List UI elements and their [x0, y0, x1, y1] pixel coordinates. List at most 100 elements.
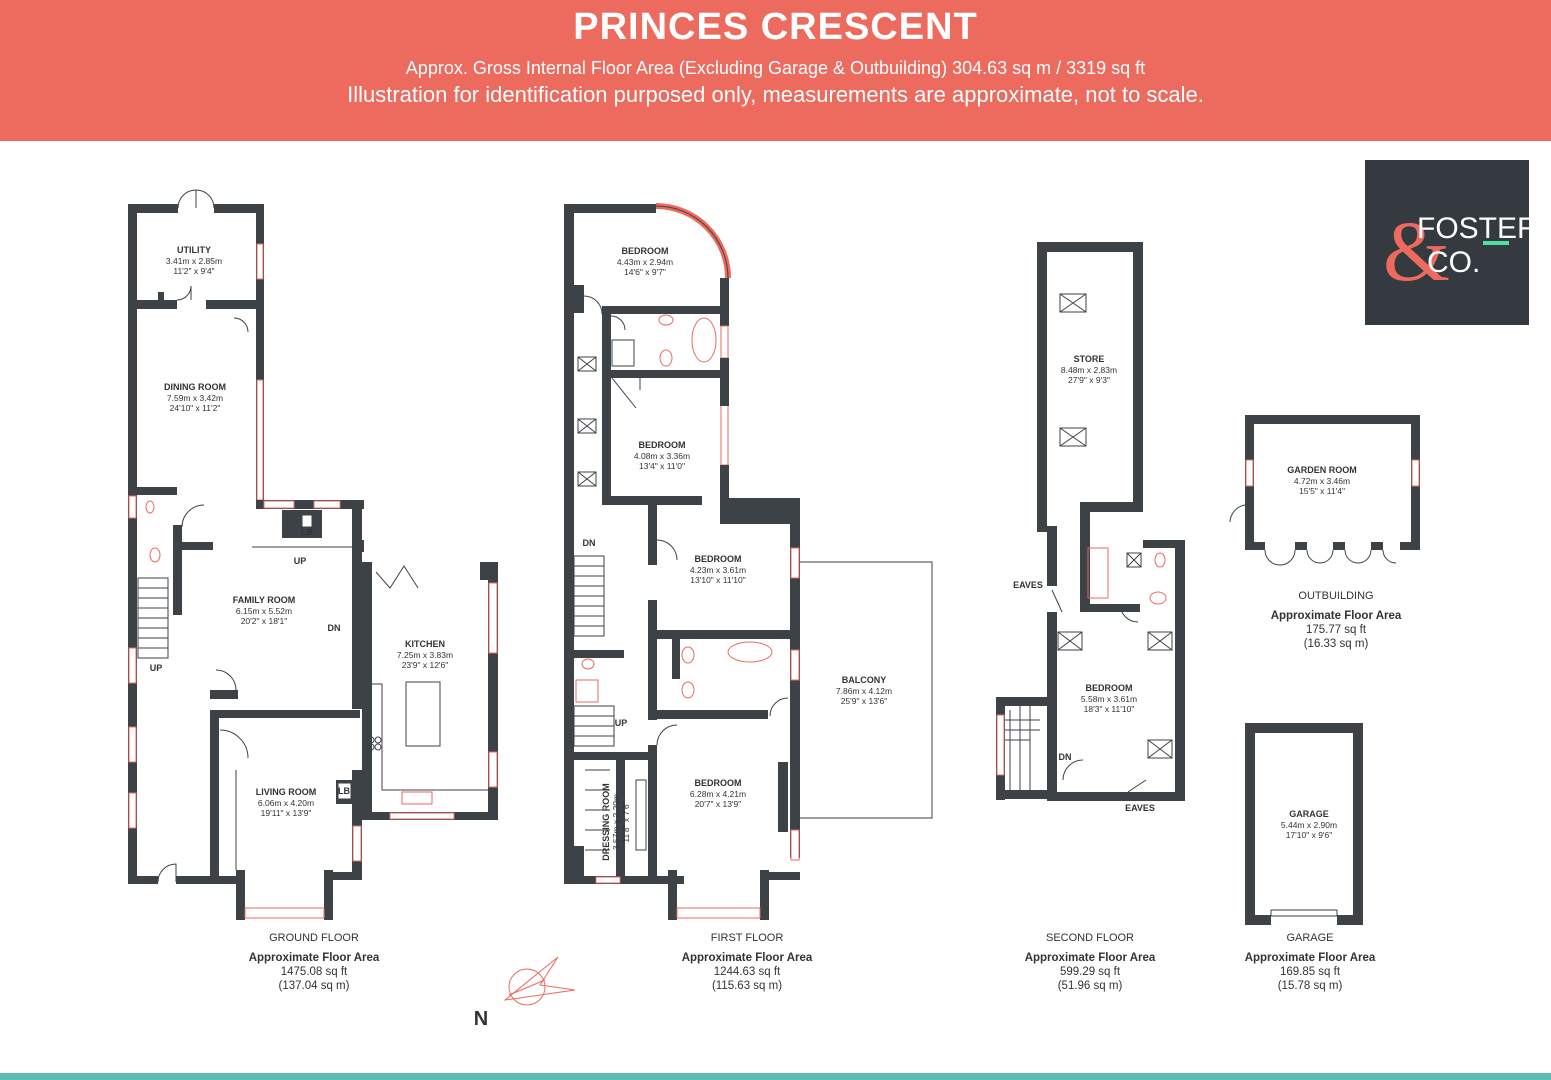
foster-co-logo: & FOSTER CO.: [1365, 160, 1539, 325]
ground-floor-label: GROUND FLOOR: [269, 932, 359, 944]
dressing-room-metric: 3.57m x 2.29m: [611, 794, 621, 850]
first-floor-sqm: (115.63 sq m): [712, 980, 782, 992]
logo-line1: FOSTER: [1417, 212, 1529, 245]
dining-room-metric: 7.59m x 3.42m: [167, 393, 223, 403]
ground-floor-plan: [128, 189, 498, 920]
kitchen-name: KITCHEN: [405, 639, 445, 649]
store-metric: 8.48m x 2.83m: [1061, 365, 1117, 375]
north-compass-icon: N: [474, 956, 576, 1030]
bedroom5-name: BEDROOM: [1086, 683, 1133, 693]
bedroom4-name: BEDROOM: [695, 778, 742, 788]
ground-floor-sqft: 1475.08 sq ft: [281, 966, 348, 978]
bedroom4-metric: 6.28m x 4.21m: [690, 789, 746, 799]
second-floor-plan: [996, 242, 1185, 801]
first-floor-sqft: 1244.63 sq ft: [714, 966, 781, 978]
ground-floor-caption: GROUND FLOOR Approximate Floor Area 1475…: [249, 932, 380, 992]
family-lb-marker: LB: [301, 527, 313, 537]
kitchen-metric: 7.25m x 3.83m: [397, 650, 453, 660]
ground-stairs: [137, 577, 169, 659]
garden-room-name: GARDEN ROOM: [1287, 465, 1357, 475]
garage-name: GARAGE: [1289, 809, 1329, 819]
first-floor-label: FIRST FLOOR: [711, 932, 784, 944]
garage-sqm: (15.78 sq m): [1278, 980, 1343, 992]
outbuilding-heading: Approximate Floor Area: [1271, 610, 1402, 622]
page-title: PRINCES CRESCENT: [573, 6, 978, 48]
first-dn-marker: DN: [583, 538, 596, 548]
garden-room-plan: [1229, 415, 1420, 566]
living-room-name: LIVING ROOM: [256, 787, 317, 797]
logo-accent-line: [1483, 241, 1509, 245]
bedroom1-metric: 4.43m x 2.94m: [617, 257, 673, 267]
ground-floor-sqm: (137.04 sq m): [279, 980, 350, 992]
second-dn-marker: DN: [1059, 752, 1072, 762]
second-floor-sqft: 599.29 sq ft: [1060, 966, 1121, 978]
dining-room-name: DINING ROOM: [164, 382, 226, 392]
ground-floor-heading: Approximate Floor Area: [249, 952, 380, 964]
outbuilding-sqft: 175.77 sq ft: [1306, 624, 1367, 636]
eaves-marker-bottom: EAVES: [1125, 803, 1155, 813]
store-imperial: 27'9" x 9'3": [1068, 375, 1110, 385]
first-floor-stairs: [573, 555, 615, 747]
garage-imperial: 17'10" x 9'6": [1286, 830, 1333, 840]
living-room-metric: 6.06m x 4.20m: [258, 798, 314, 808]
logo-line2: CO.: [1427, 246, 1480, 279]
utility-imperial: 11'2" x 9'4": [173, 266, 214, 276]
disclaimer: Illustration for identification purposed…: [347, 82, 1204, 107]
bedroom2-name: BEDROOM: [639, 440, 686, 450]
footer-bar: [0, 1073, 1551, 1080]
second-floor-heading: Approximate Floor Area: [1025, 952, 1156, 964]
first-floor-heading: Approximate Floor Area: [682, 952, 813, 964]
balcony-imperial: 25'9" x 13'6": [841, 696, 888, 706]
bedroom3-name: BEDROOM: [695, 554, 742, 564]
outbuilding-caption: OUTBUILDING Approximate Floor Area 175.7…: [1271, 590, 1402, 650]
garage-metric: 5.44m x 2.90m: [1281, 820, 1337, 830]
utility-metric: 3.41m x 2.85m: [166, 256, 222, 266]
bedroom1-name: BEDROOM: [622, 246, 669, 256]
balcony-metric: 7.86m x 4.12m: [836, 686, 892, 696]
garage-plan: [1245, 723, 1363, 925]
store-name: STORE: [1074, 354, 1105, 364]
living-room-imperial: 19'11" x 13'9": [261, 808, 312, 818]
utility-name: UTILITY: [177, 245, 211, 255]
family-room-imperial: 20'2" x 18'1": [241, 616, 288, 626]
first-floor-caption: FIRST FLOOR Approximate Floor Area 1244.…: [682, 932, 813, 992]
garden-room-metric: 4.72m x 3.46m: [1294, 476, 1350, 486]
balcony-name: BALCONY: [842, 675, 887, 685]
bedroom2-metric: 4.08m x 3.36m: [634, 451, 690, 461]
floor-area-summary: Approx. Gross Internal Floor Area (Exclu…: [405, 58, 1146, 78]
stairs-up-marker: UP: [150, 663, 163, 673]
garden-room-imperial: 15'5" x 11'4": [1299, 486, 1345, 496]
family-room-metric: 6.15m x 5.52m: [236, 606, 292, 616]
first-up-marker: UP: [615, 718, 628, 728]
dressing-room-name: DRESSING ROOM: [601, 783, 611, 861]
bedroom3-metric: 4.23m x 3.61m: [690, 565, 746, 575]
header-banner: PRINCES CRESCENT Approx. Gross Internal …: [0, 0, 1551, 141]
bedroom1-imperial: 14'6" x 9'7": [624, 267, 666, 277]
second-floor-caption: SECOND FLOOR Approximate Floor Area 599.…: [1025, 932, 1156, 992]
kitchen-imperial: 23'9" x 12'6": [402, 660, 449, 670]
bedroom2-imperial: 13'4" x 11'0": [639, 461, 685, 471]
outbuilding-label: OUTBUILDING: [1298, 590, 1373, 602]
garage-caption: GARAGE Approximate Floor Area 169.85 sq …: [1245, 932, 1376, 992]
family-room-name: FAMILY ROOM: [233, 595, 296, 605]
dressing-room-imperial: 11'8" x 7'6": [621, 801, 631, 842]
outbuilding-sqm: (16.33 sq m): [1304, 638, 1369, 650]
second-floor-label: SECOND FLOOR: [1046, 932, 1134, 944]
north-label: N: [474, 1008, 488, 1030]
bedroom4-imperial: 20'7" x 13'9": [695, 799, 742, 809]
first-floor-plan: [564, 203, 933, 920]
living-lb-marker: LB: [338, 786, 350, 796]
family-up-marker: UP: [294, 556, 307, 566]
bedroom5-imperial: 18'3" x 11'10": [1084, 704, 1135, 714]
garage-heading: Approximate Floor Area: [1245, 952, 1376, 964]
garage-label: GARAGE: [1286, 932, 1333, 944]
bedroom3-imperial: 13'10" x 11'10": [690, 575, 745, 585]
garage-sqft: 169.85 sq ft: [1280, 966, 1341, 978]
dining-room-imperial: 24'10" x 11'2": [170, 403, 221, 413]
eaves-marker-left: EAVES: [1013, 580, 1043, 590]
logo-ampersand: &: [1383, 203, 1450, 299]
kitchen-dn-marker: DN: [328, 623, 341, 633]
bedroom5-metric: 5.58m x 3.61m: [1081, 694, 1137, 704]
second-floor-sqm: (51.96 sq m): [1058, 980, 1123, 992]
